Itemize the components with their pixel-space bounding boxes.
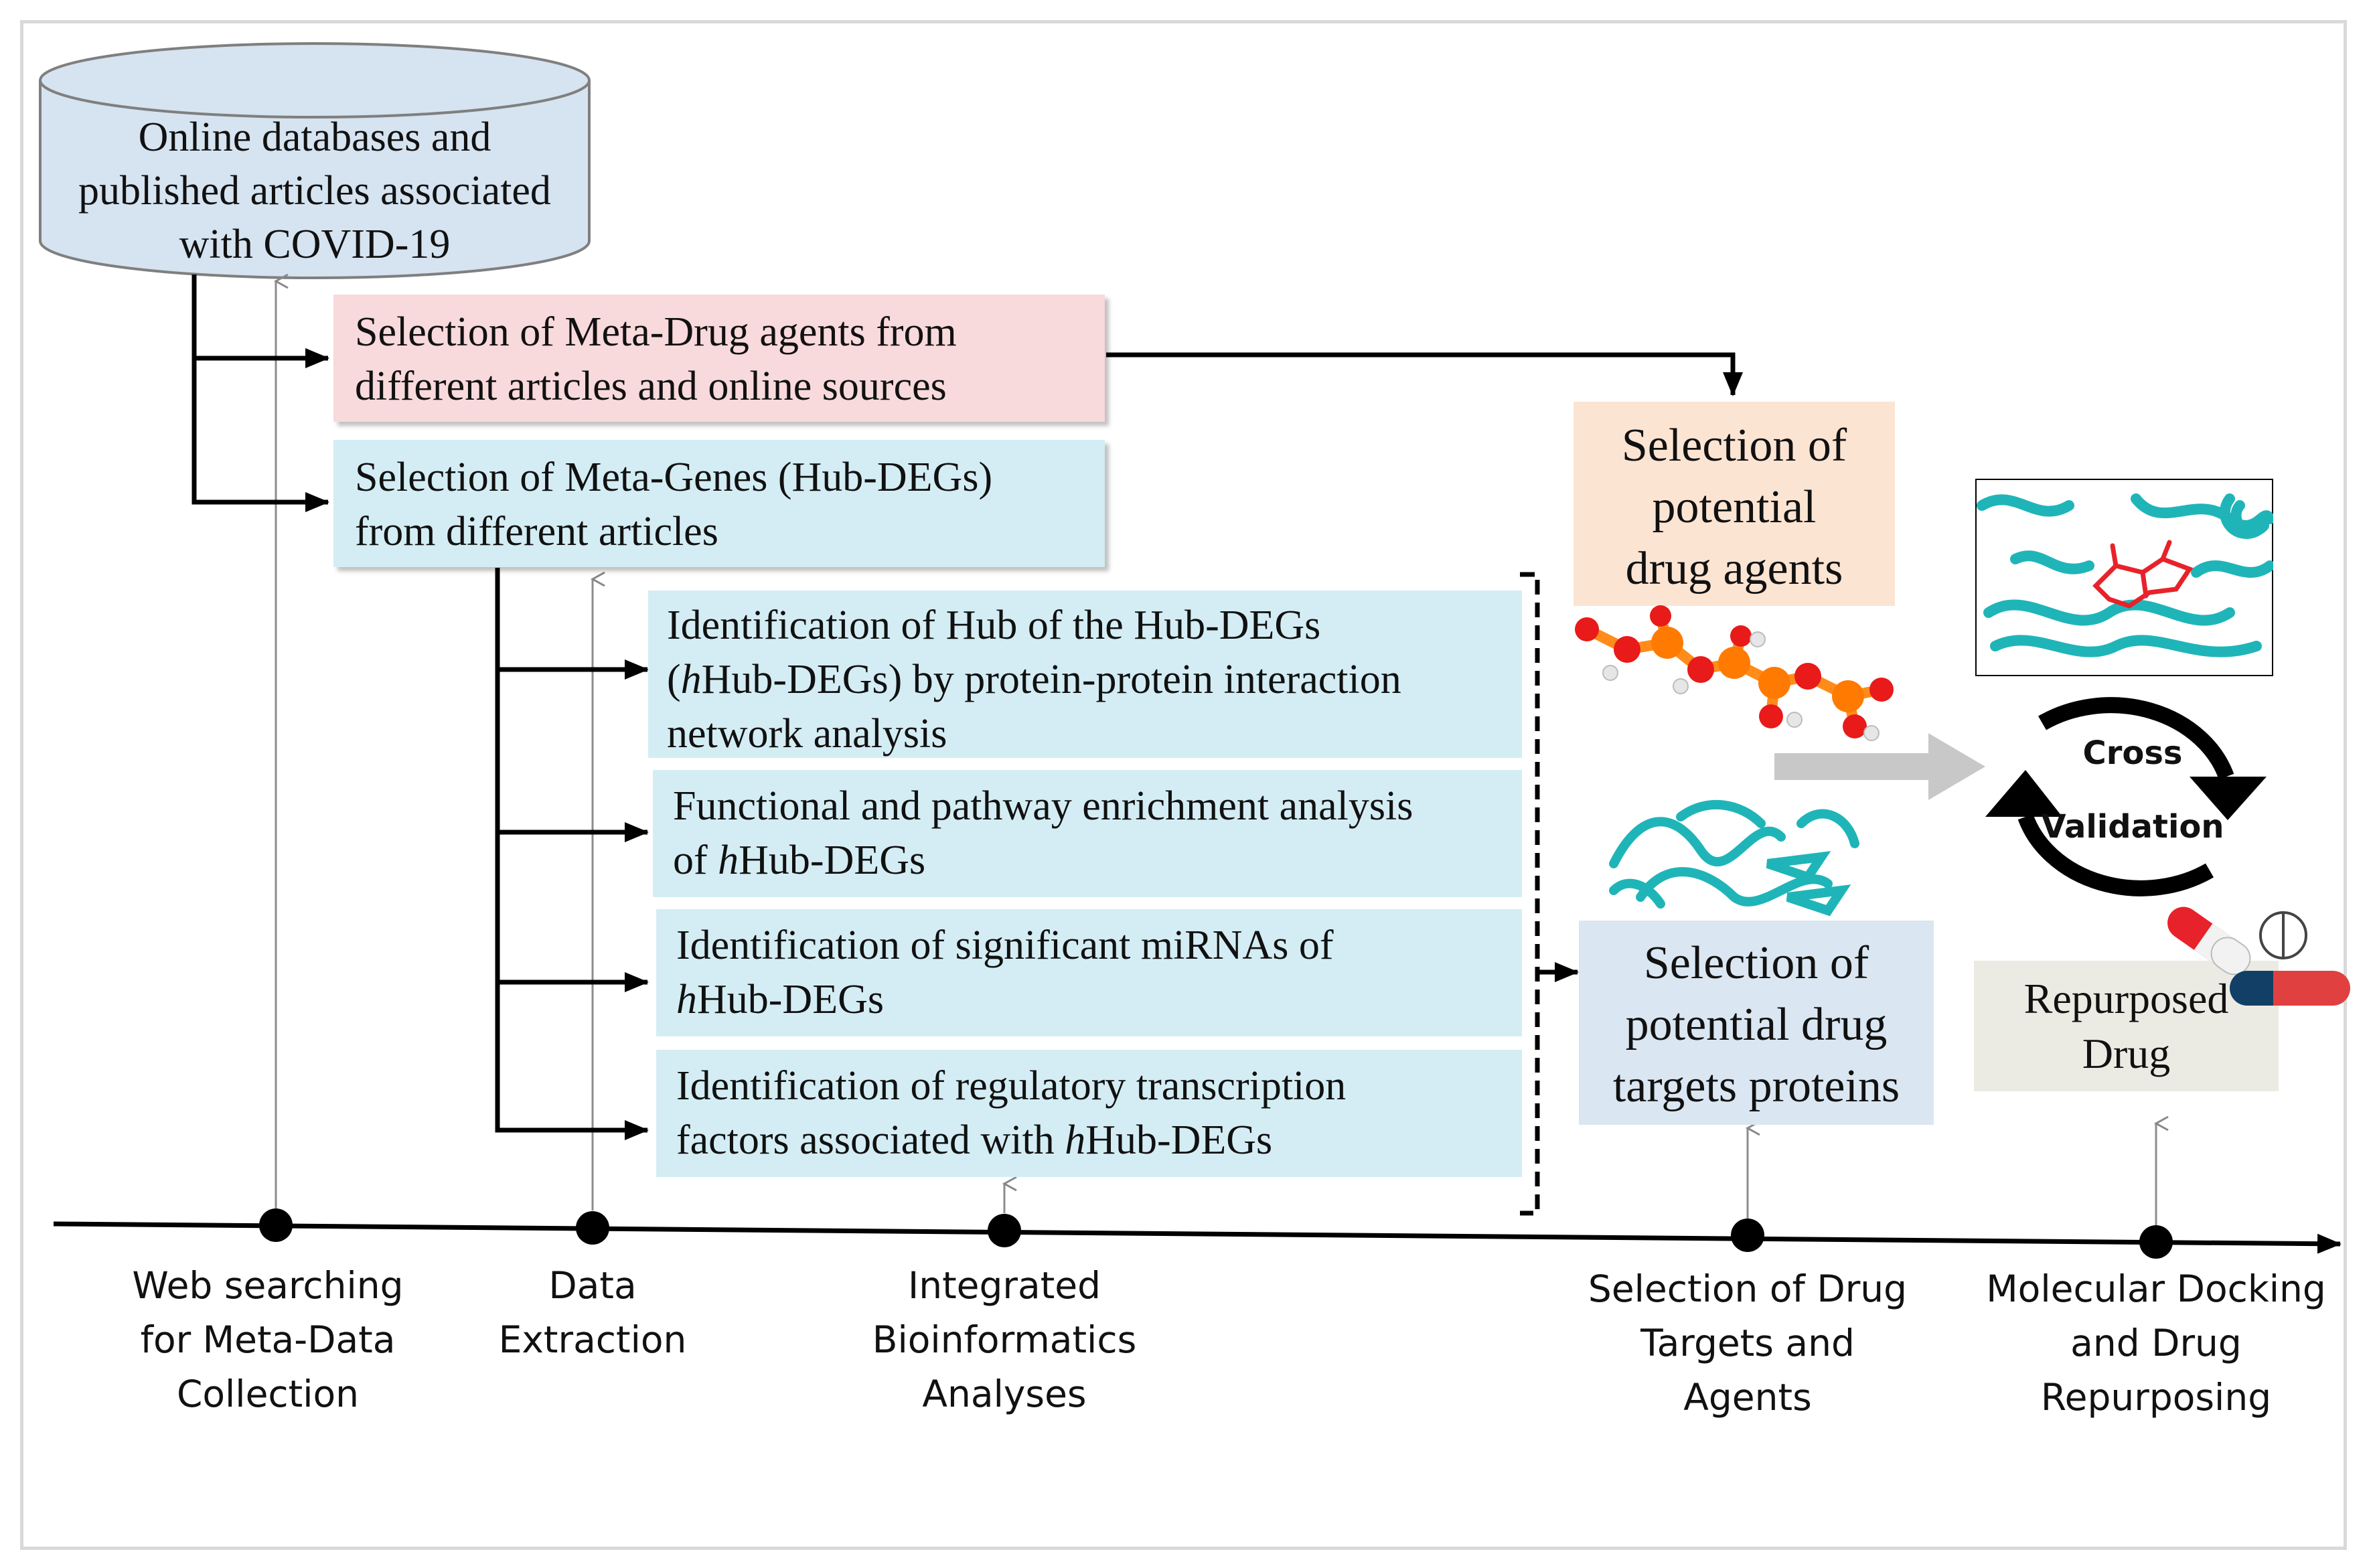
timeline-dot-3	[988, 1214, 1021, 1247]
grey-flow-arrow	[1774, 733, 1985, 800]
drug-agents-box: Selection of potential drug agents	[1574, 402, 1895, 606]
timeline-dot-5	[2139, 1225, 2173, 1259]
figure-frame	[20, 20, 2347, 1550]
timeline-axis	[53, 1221, 2342, 1254]
tf-box: Identification of regulatory transcripti…	[656, 1050, 1522, 1177]
target-protein-image	[1609, 799, 1859, 917]
repurposed-drug-box: Repurposed Drug	[1974, 961, 2279, 1091]
timeline-label-docking: Molecular Docking and Drug Repurposing	[1986, 1267, 2326, 1419]
mirna-box: Identification of significant miRNAs of …	[656, 909, 1522, 1036]
timeline-dot-4	[1731, 1219, 1764, 1252]
hub-identification-box: Identification of Hub of the Hub-DEGs (h…	[648, 591, 1522, 758]
timeline-dot-2	[576, 1211, 609, 1245]
timeline-label-drug-targets: Selection of Drug Targets and Agents	[1588, 1267, 1908, 1419]
meta-drug-box: Selection of Meta-Drug agents from diffe…	[333, 295, 1105, 422]
timeline-label-web-searching: Web searching for Meta-Data Collection	[132, 1264, 404, 1415]
timeline-label-bioinformatics: Integrated Bioinformatics Analyses	[872, 1264, 1137, 1415]
database-label: Online databases and published articles …	[78, 114, 551, 267]
drug-targets-box: Selection of potential drug targets prot…	[1579, 921, 1934, 1125]
enrichment-box: Functional and pathway enrichment analys…	[653, 770, 1522, 897]
timeline-dot-1	[259, 1208, 293, 1242]
drug-molecule-image	[1575, 605, 1894, 741]
cycle-label-2: Validation	[2041, 808, 2224, 846]
meta-genes-box: Selection of Meta-Genes (Hub-DEGs) from …	[333, 440, 1105, 567]
docking-image	[1975, 479, 2273, 676]
cycle-label-1: Cross	[2082, 734, 2183, 772]
database-cylinder	[39, 42, 591, 279]
timeline-label-data-extraction: Data Extraction	[498, 1264, 687, 1361]
pill-image	[2167, 907, 2350, 1006]
cross-validation-cycle	[1985, 697, 2267, 896]
